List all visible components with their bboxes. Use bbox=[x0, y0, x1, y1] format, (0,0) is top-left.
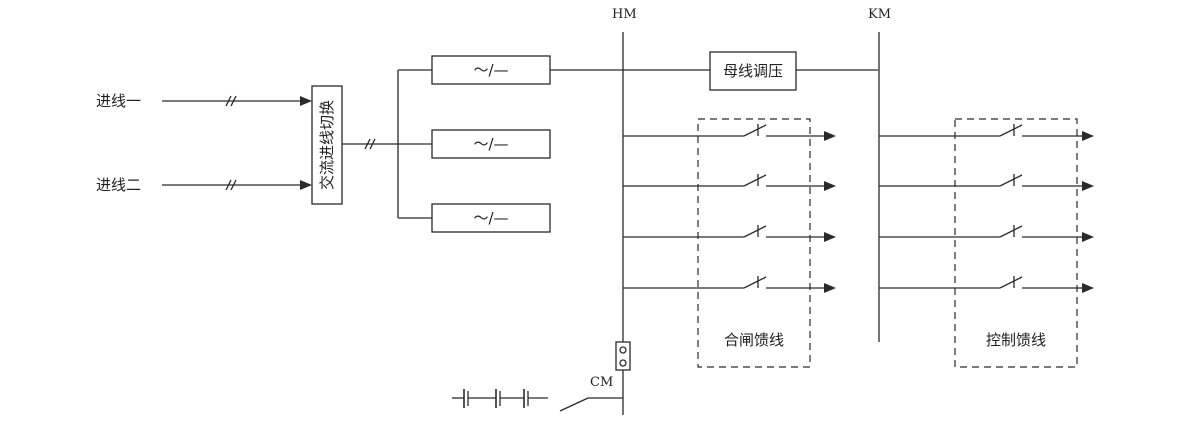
bus-regulator-box bbox=[709, 51, 797, 91]
arrow-icon bbox=[1082, 232, 1094, 242]
control-feeder-group bbox=[954, 118, 1078, 368]
hm-bus-label: HM bbox=[612, 7, 637, 22]
input-1-label: 进线一 bbox=[96, 92, 141, 110]
rectifier-module-3: ～/— bbox=[431, 203, 551, 233]
arrow-icon bbox=[1082, 181, 1094, 191]
rectifier-module-2: ～/— bbox=[431, 129, 551, 159]
km-bus: KM bbox=[868, 7, 891, 342]
km-bus-label: KM bbox=[868, 7, 891, 22]
ac-switch-box: 交流进线切换 bbox=[311, 85, 343, 205]
cm-battery-branch: CM bbox=[452, 341, 631, 412]
control-feeder-4 bbox=[879, 276, 1094, 293]
arrow-icon bbox=[1082, 131, 1094, 141]
arrow-icon bbox=[824, 181, 836, 191]
input-line-1: 进线一 bbox=[96, 92, 312, 110]
arrow-icon bbox=[300, 96, 312, 106]
arrow-icon bbox=[824, 283, 836, 293]
regulator-line: 母线调压 bbox=[550, 51, 878, 91]
ac-switch-label: 交流进线切换 bbox=[318, 100, 336, 190]
control-feeder-3 bbox=[879, 225, 1094, 242]
input-line-2: 进线二 bbox=[96, 176, 312, 194]
closing-feeder-label: 合闸馈线 bbox=[724, 331, 784, 349]
closing-feeder-1 bbox=[623, 124, 836, 141]
arrow-icon bbox=[824, 232, 836, 242]
svg-text:～/—: ～/— bbox=[473, 209, 508, 227]
control-feeder-2 bbox=[879, 174, 1094, 191]
switch-output-wiring bbox=[342, 69, 432, 219]
closing-feeder-4 bbox=[623, 276, 836, 293]
arrow-icon bbox=[1082, 283, 1094, 293]
closing-feeder-3 bbox=[623, 225, 836, 242]
arrow-icon bbox=[300, 180, 312, 190]
input-2-label: 进线二 bbox=[96, 176, 141, 194]
svg-text:～/—: ～/— bbox=[473, 61, 508, 79]
control-feeder-1 bbox=[879, 124, 1094, 141]
cm-bus-label: CM bbox=[590, 375, 613, 390]
closing-feeder-2 bbox=[623, 174, 836, 191]
closing-feeder-group bbox=[697, 118, 811, 368]
battery-icon bbox=[452, 389, 529, 408]
arrow-icon bbox=[824, 131, 836, 141]
bus-regulator-label: 母线调压 bbox=[723, 62, 783, 80]
svg-text:～/—: ～/— bbox=[473, 135, 508, 153]
rectifier-module-1: ～/— bbox=[431, 55, 551, 85]
control-feeder-label: 控制馈线 bbox=[986, 331, 1046, 349]
hm-bus: HM bbox=[612, 7, 637, 415]
